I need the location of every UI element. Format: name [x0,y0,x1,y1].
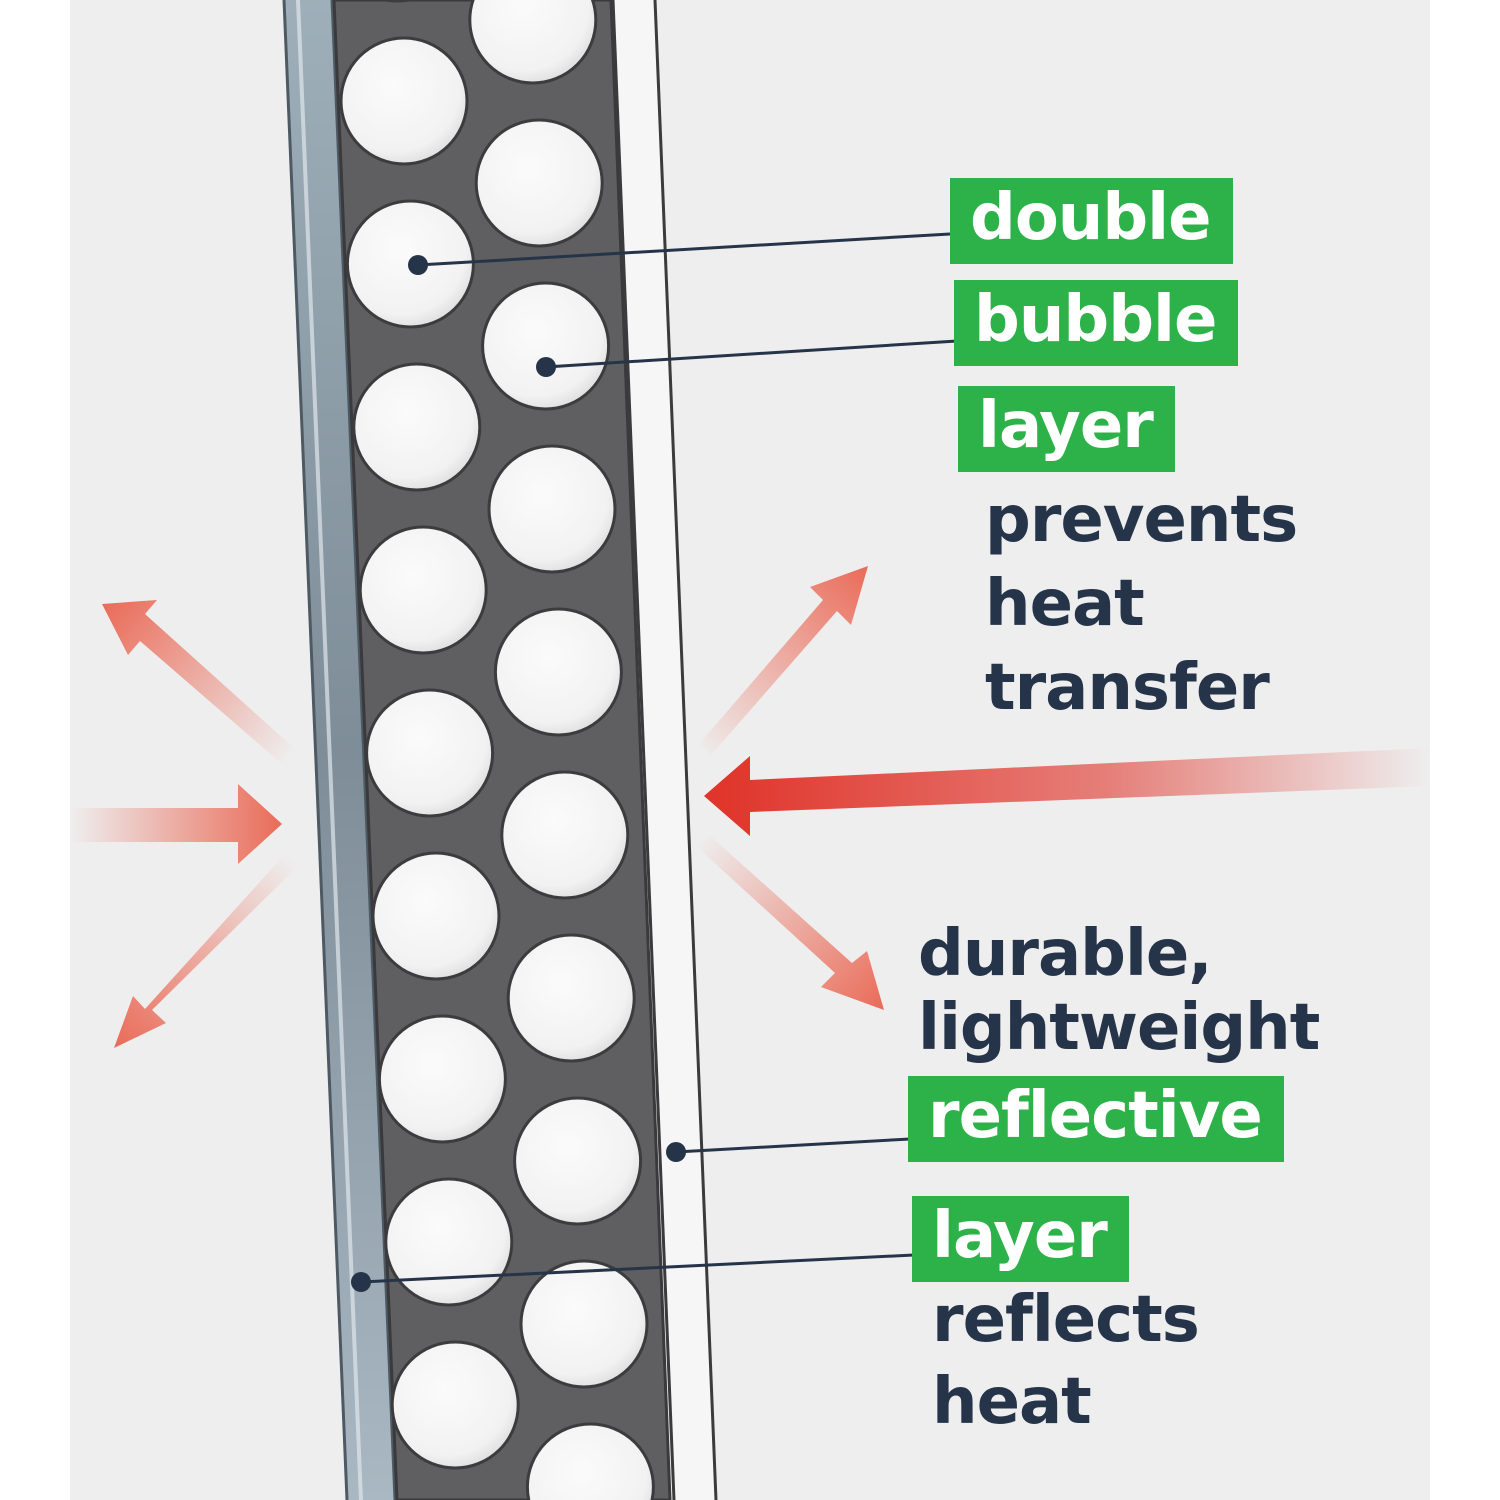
label-layer-bottom: layer [912,1196,1129,1282]
label-double: double [950,178,1233,264]
label-prevents: prevents [985,483,1298,557]
air-bubble [500,770,630,900]
air-bubble [468,0,598,85]
label-reflects: reflects [932,1283,1200,1357]
reflected-heat-arrow-icon [114,853,298,1048]
air-bubble [493,607,623,737]
label-layer-top: layer [958,386,1175,472]
reflective-layer-outline [282,0,349,1500]
label-durable: durable, [918,917,1213,991]
heat-arrows-left [70,600,298,1048]
air-bubble [358,525,488,655]
air-bubble [384,1177,514,1307]
reflected-heat-arrow-icon [102,600,295,764]
reflective-layer-edge [296,0,363,1500]
label-reflective: reflective [908,1076,1284,1162]
heat-radiation-arrow-icon [704,748,1430,836]
air-bubble [506,933,636,1063]
air-bubble [481,281,611,411]
air-bubble [390,1340,520,1470]
callout-pointer-dot-icon [351,1272,371,1292]
incoming-heat-arrow [704,748,1430,836]
air-bubble [339,36,469,166]
reflected-heat-arrows-right [696,566,884,1010]
air-bubble [487,444,617,574]
air-bubble [365,688,495,818]
label-heat-bottom: heat [932,1365,1092,1439]
heat-radiation-arrow-icon [70,784,282,864]
label-lightweight: lightweight [918,991,1320,1065]
callout-pointer-dot-icon [536,357,556,377]
air-bubble [525,1422,655,1500]
callout-pointer-dot-icon [408,255,428,275]
air-bubble [379,0,416,3]
callout-line-reflective [675,1137,911,1154]
callout-pointer-dot-icon [666,1142,686,1162]
callout-lines [360,232,958,1284]
air-bubble [352,362,482,492]
air-bubbles [339,0,655,1500]
air-bubble [371,851,501,981]
label-bubble: bubble [954,280,1239,366]
reflected-heat-arrow-icon [700,566,868,755]
air-bubble [474,118,604,248]
air-bubble [377,1014,507,1144]
callout-line-double [417,232,951,267]
label-transfer: transfer [985,651,1270,725]
air-bubble [513,1096,643,1226]
outer-film-outline [611,0,676,1500]
reflective-layer-outline [330,0,397,1500]
reflected-heat-arrow-icon [696,833,884,1010]
air-bubble [519,1259,649,1389]
label-heat-top: heat [985,567,1145,641]
callout-line-bubble [545,339,958,369]
outer-reflective-film [613,0,716,1500]
callout-line-layer [360,1253,915,1284]
callout-dots [351,255,686,1292]
